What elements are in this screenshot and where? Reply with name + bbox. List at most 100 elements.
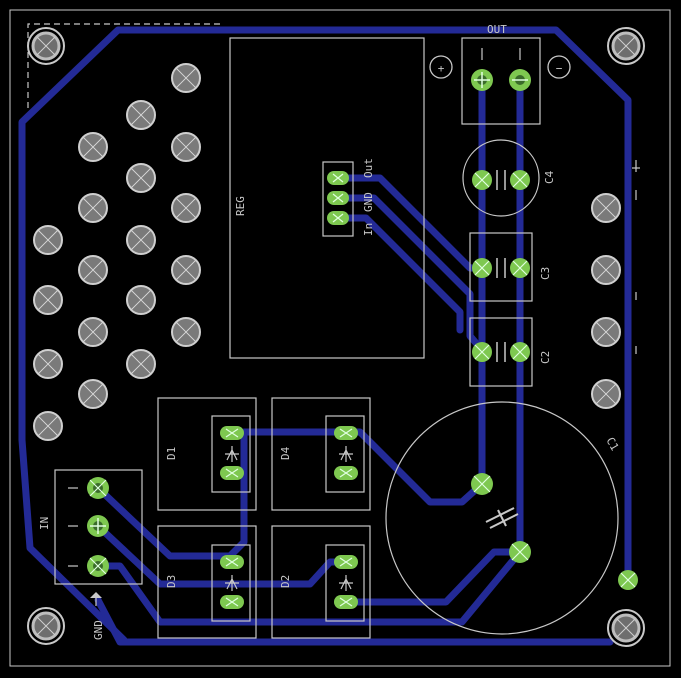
mounting-hole-top-right bbox=[607, 27, 645, 65]
out-plus-symbol: + bbox=[429, 55, 453, 79]
reg-pad-1 bbox=[327, 171, 349, 185]
trace-d2-c1 bbox=[342, 548, 524, 606]
reg-pin-in-label: In bbox=[362, 223, 375, 236]
reg-pad-2 bbox=[327, 191, 349, 205]
heatsink-via bbox=[33, 285, 63, 315]
out-pad-2 bbox=[509, 69, 531, 91]
heatsink-via bbox=[171, 255, 201, 285]
reg-label: REG bbox=[234, 196, 247, 216]
heatsink-via bbox=[78, 317, 108, 347]
in-pad-2 bbox=[87, 515, 109, 537]
d1-label: D1 bbox=[165, 447, 178, 460]
out-pad-1 bbox=[471, 69, 493, 91]
trace-reg-out-3 bbox=[334, 214, 464, 334]
diode-d4: D4 bbox=[271, 397, 371, 511]
connector-out: OUT + − bbox=[429, 23, 571, 125]
out-label: OUT bbox=[487, 23, 507, 36]
right-via bbox=[591, 193, 621, 223]
d2-label: D2 bbox=[279, 575, 292, 588]
d2-pad-2 bbox=[334, 595, 358, 609]
in-pad-3 bbox=[87, 555, 109, 577]
mounting-holes bbox=[27, 27, 645, 647]
c2-pad-2 bbox=[510, 342, 530, 362]
mounting-hole-bottom-left bbox=[27, 607, 65, 645]
heatsink-via bbox=[126, 349, 156, 379]
trace-reg-out-1 bbox=[334, 174, 486, 272]
d4-label: D4 bbox=[279, 446, 292, 460]
heatsink-via bbox=[33, 411, 63, 441]
d1-pad-2 bbox=[220, 466, 244, 480]
d2-pad-1 bbox=[334, 555, 358, 569]
reg-pin-gnd-label: GND bbox=[362, 192, 375, 212]
capacitor-c4: C4 bbox=[462, 139, 556, 217]
right-via bbox=[591, 317, 621, 347]
capacitor-c3: C3 bbox=[469, 232, 552, 302]
reg-pin-out-label: Out bbox=[362, 158, 375, 178]
board-outline bbox=[9, 9, 671, 667]
gnd-marker: GND bbox=[90, 592, 105, 640]
in-pad-1 bbox=[87, 477, 109, 499]
diode-d3: D3 bbox=[157, 525, 257, 639]
connector-in: IN bbox=[38, 469, 143, 585]
right-output-pad bbox=[618, 570, 638, 590]
c1-polarity-mark bbox=[485, 507, 519, 529]
c2-pad-1 bbox=[472, 342, 492, 362]
right-edge-marks bbox=[632, 160, 640, 354]
gnd-label: GND bbox=[92, 620, 105, 640]
trace-outer-loop bbox=[18, 26, 632, 644]
c4-label: C4 bbox=[543, 170, 556, 184]
c1-pad-2 bbox=[509, 541, 531, 563]
regulator-reg: REG In GND Out bbox=[229, 37, 425, 359]
capacitor-c1: C1 bbox=[385, 401, 621, 635]
heatsink-via bbox=[171, 317, 201, 347]
c4-pad-1 bbox=[472, 170, 492, 190]
heatsink-via bbox=[171, 193, 201, 223]
right-via-column bbox=[591, 193, 621, 409]
c3-pad-1 bbox=[472, 258, 492, 278]
reg-header-outline bbox=[322, 161, 354, 237]
capacitor-c2: C2 bbox=[469, 317, 552, 387]
heatsink-via bbox=[126, 163, 156, 193]
heatsink-via bbox=[126, 285, 156, 315]
heatsink-via bbox=[78, 255, 108, 285]
c1-label: C1 bbox=[603, 435, 621, 453]
diode-d1: D1 bbox=[157, 397, 257, 511]
heatsink-via bbox=[78, 132, 108, 162]
c2-label: C2 bbox=[539, 351, 552, 364]
d3-pad-1 bbox=[220, 555, 244, 569]
svg-text:−: − bbox=[556, 62, 563, 75]
diode-d2: D2 bbox=[271, 525, 371, 639]
heatsink-via bbox=[126, 225, 156, 255]
d3-label: D3 bbox=[165, 575, 178, 588]
reg-outline bbox=[229, 37, 425, 359]
reg-pad-3 bbox=[327, 211, 349, 225]
out-minus-symbol: − bbox=[547, 55, 571, 79]
heatsink-via bbox=[78, 379, 108, 409]
trace-bottom-ground bbox=[94, 596, 614, 646]
d4-pad-1 bbox=[334, 426, 358, 440]
c3-pad-2 bbox=[510, 258, 530, 278]
board-corner-mark bbox=[27, 23, 220, 110]
mounting-hole-top-left bbox=[27, 27, 65, 65]
heatsink-via bbox=[126, 100, 156, 130]
c1-pad-1 bbox=[471, 473, 493, 495]
svg-text:+: + bbox=[438, 62, 445, 75]
d4-pad-2 bbox=[334, 466, 358, 480]
in-label: IN bbox=[38, 517, 51, 530]
copper-traces bbox=[18, 26, 632, 646]
right-via bbox=[591, 379, 621, 409]
heatsink-via bbox=[171, 132, 201, 162]
out-outline bbox=[461, 37, 541, 125]
trace-d3-gnd bbox=[94, 548, 524, 626]
d3-pad-2 bbox=[220, 595, 244, 609]
trace-in-plus bbox=[94, 428, 350, 560]
heatsink-via bbox=[171, 63, 201, 93]
c3-label: C3 bbox=[539, 267, 552, 280]
right-via bbox=[591, 255, 621, 285]
d1-pad-1 bbox=[220, 426, 244, 440]
heatsink-via-field bbox=[33, 63, 201, 441]
heatsink-via bbox=[78, 193, 108, 223]
mounting-hole-bottom-right bbox=[607, 609, 645, 647]
heatsink-via bbox=[33, 349, 63, 379]
